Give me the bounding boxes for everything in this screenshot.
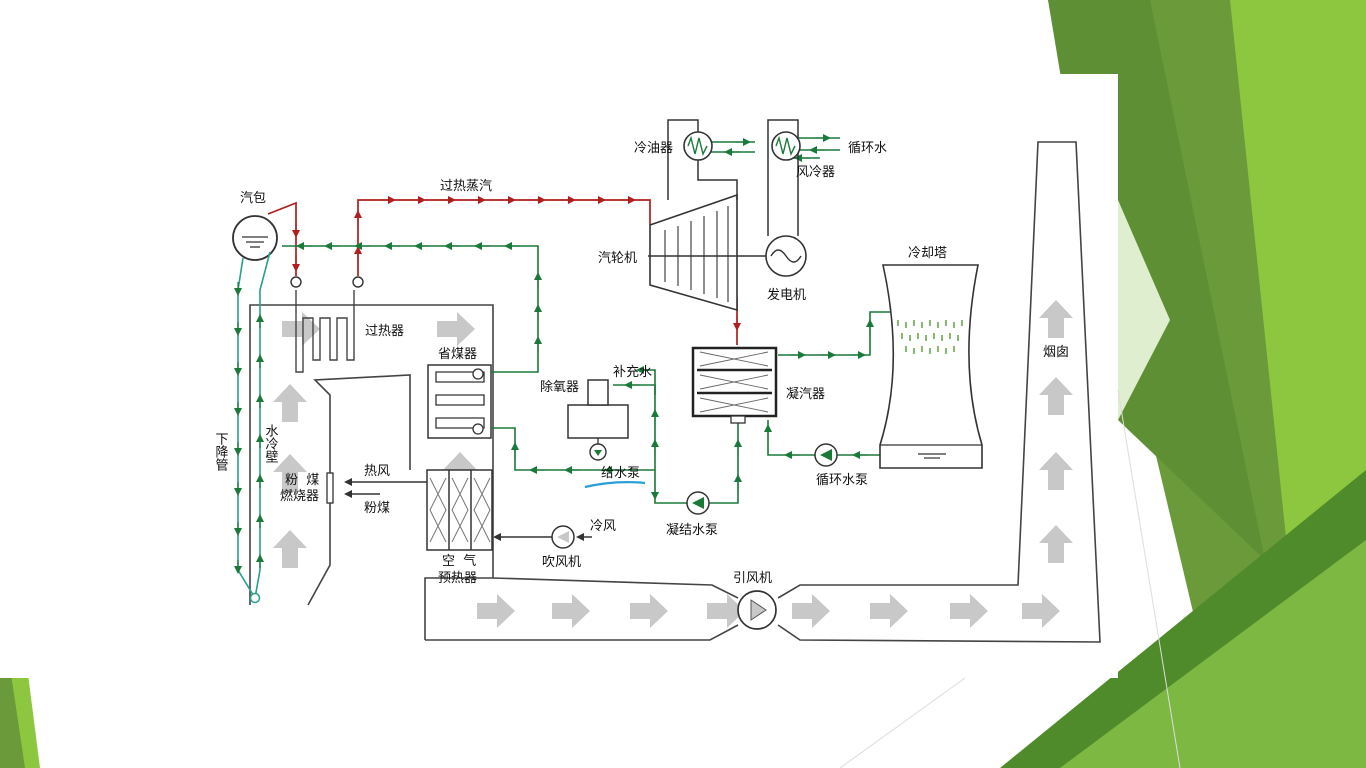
label-chimney: 烟囱 xyxy=(1043,345,1069,360)
drum xyxy=(232,215,278,261)
downcomer-arrows xyxy=(234,282,264,574)
highlight-mark xyxy=(584,481,646,489)
label-condenser: 凝汽器 xyxy=(786,386,825,402)
label-condensate-pump: 凝结水泵 xyxy=(666,522,718,538)
burner xyxy=(326,472,427,504)
label-air-preheater-bottom: 预热器 xyxy=(438,571,477,586)
lower-header xyxy=(249,592,261,604)
generator xyxy=(765,235,807,277)
condensate-pump xyxy=(686,491,710,515)
label-burner-top: 粉 煤 xyxy=(285,473,319,488)
superheater-header-right xyxy=(352,276,364,288)
downcomer-tubes xyxy=(237,251,271,599)
label-air-preheater-top: 空 气 xyxy=(442,553,476,569)
turbine xyxy=(648,193,768,312)
label-superheated-steam: 过热蒸汽 xyxy=(440,179,492,194)
induced-draft-fan xyxy=(737,590,777,630)
label-feed-pump: 给水泵 xyxy=(601,466,640,481)
boiler xyxy=(249,141,1101,643)
label-cooling-tower: 冷却塔 xyxy=(908,246,947,261)
label-generator: 发电机 xyxy=(767,287,806,303)
label-circ-pump: 循环水泵 xyxy=(816,473,868,488)
label-cold-air: 冷风 xyxy=(590,519,616,534)
deaerator xyxy=(567,379,629,444)
decorative-lines xyxy=(839,389,1181,768)
diagram-labels: 汽包 过热蒸汽 冷油器 风冷器 循环水 汽轮机 发电机 冷却塔 过热器 省煤器 … xyxy=(213,141,1070,586)
feed-pump xyxy=(589,443,607,461)
label-turbine: 汽轮机 xyxy=(598,251,637,266)
superheater-coil xyxy=(295,290,355,373)
air-preheater xyxy=(426,469,493,551)
circulating-water-pump xyxy=(814,443,838,467)
label-deaerator: 除氧器 xyxy=(540,380,579,395)
steam-arrows xyxy=(292,196,741,331)
water-arrows xyxy=(296,134,874,500)
label-burner-bottom: 燃烧器 xyxy=(280,488,319,504)
label-water-wall: 水冷壁 xyxy=(263,424,279,463)
label-blower: 吹风机 xyxy=(542,555,581,570)
superheater-header-left xyxy=(290,276,302,288)
label-induced-fan: 引风机 xyxy=(733,571,772,586)
blower-fan xyxy=(493,525,592,549)
label-hot-air: 热风 xyxy=(364,464,390,479)
label-drum: 汽包 xyxy=(240,191,266,206)
label-downcomer: 下降管 xyxy=(213,432,229,472)
label-oil-cooler: 冷油器 xyxy=(634,141,673,156)
economizer xyxy=(427,364,492,439)
oil-cooler-coil xyxy=(683,131,713,161)
label-makeup-water: 补充水 xyxy=(613,364,652,380)
label-superheater: 过热器 xyxy=(365,324,404,339)
label-pulverized-coal: 粉煤 xyxy=(364,501,390,516)
label-circulating-water: 循环水 xyxy=(848,141,887,156)
label-air-cooler: 风冷器 xyxy=(796,165,835,180)
label-economizer: 省煤器 xyxy=(438,347,477,362)
air-cooler-coil xyxy=(771,131,801,161)
cooling-tower xyxy=(879,264,983,469)
condenser xyxy=(691,346,778,424)
